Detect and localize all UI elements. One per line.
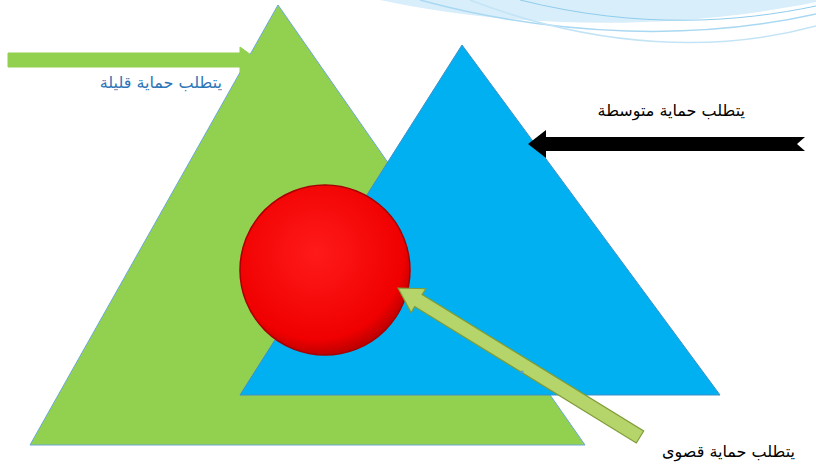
red-circle — [240, 185, 410, 355]
callout-label: يتطلب حماية متوسطة — [598, 100, 745, 122]
shaft-dot — [520, 370, 523, 373]
black-arrow — [528, 130, 805, 158]
corner-swoosh — [380, 0, 816, 42]
callout-label: يتطلب حماية قليلة — [100, 72, 222, 94]
callout-label: يتطلب حماية قصوى — [662, 441, 795, 463]
green-arrow — [8, 47, 258, 73]
pointer-arrow — [398, 288, 644, 443]
